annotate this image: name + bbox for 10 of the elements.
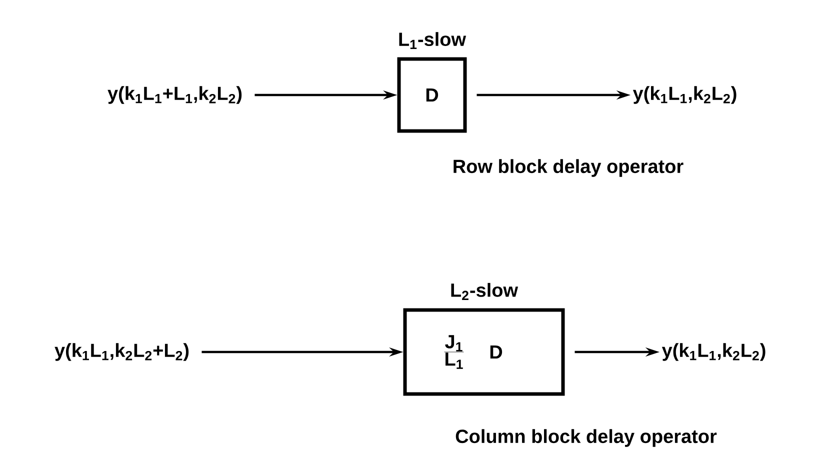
caption: Column block delay operator xyxy=(456,429,717,447)
delay-block: L$_{2}$-slow J$_{1}$ L$_{1}$ D xyxy=(403,282,565,396)
signal-label: y(k$_{1}$L$_{1}$,k$_{2}$L$_{2}$) xyxy=(662,343,766,361)
node-label: L$_{2}$-slow xyxy=(451,282,518,300)
caption: Row block delay operator xyxy=(454,159,684,177)
signal-label: y(k$_{1}$L$_{1}$,k$_{2}$L$_{2}$+L$_{2}$) xyxy=(54,343,189,361)
signal-label: y(k$_{1}$L$_{1}$,k$_{2}$L$_{2}$) xyxy=(632,86,736,104)
delay-block: L$_{1}$-slow D xyxy=(397,32,467,133)
node-label: L$_{1}$-slow xyxy=(399,32,466,50)
signal-label: y(k$_{1}$L$_{1}$+L$_{1}$,k$_{2}$L$_{2}$) xyxy=(108,86,242,104)
